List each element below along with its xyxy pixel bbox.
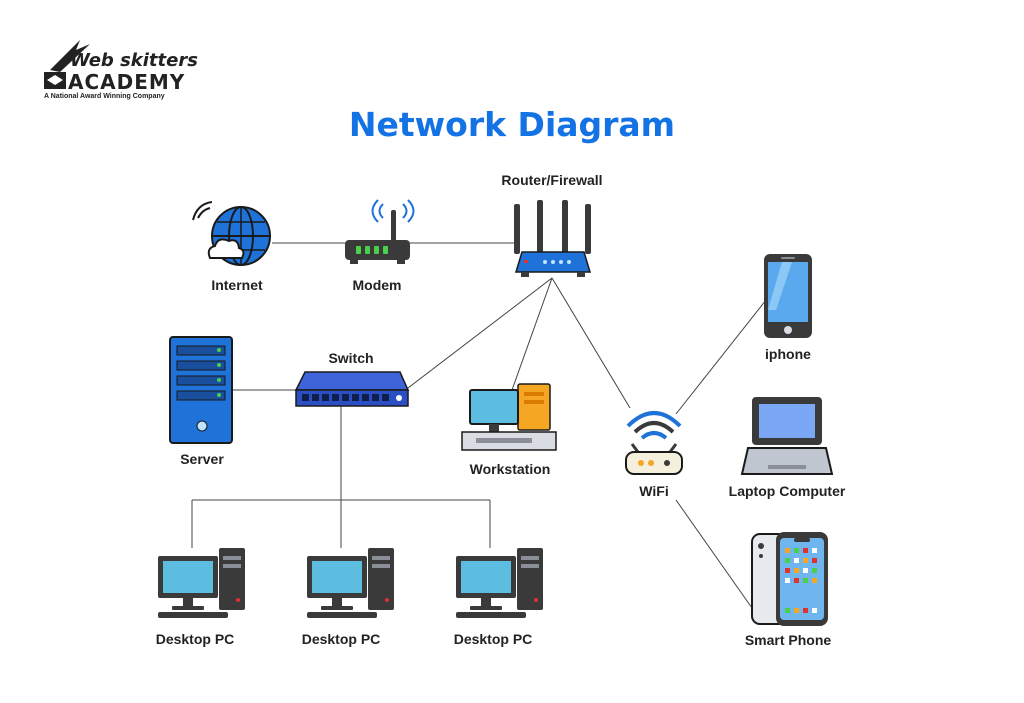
laptop-icon: [740, 397, 834, 475]
internet-label: Internet: [211, 277, 263, 293]
internet-node: Internet: [192, 201, 271, 293]
iphone-node: iphone: [764, 254, 812, 362]
desktop-pc-node-2: Desktop PC: [302, 548, 394, 647]
desktop-pc-label-3: Desktop PC: [454, 631, 533, 647]
switch-node: Switch: [294, 350, 410, 407]
workstation-label: Workstation: [470, 461, 551, 477]
wifi-icon: [625, 411, 683, 475]
smartphone-node: Smart Phone: [745, 532, 832, 648]
router-label: Router/Firewall: [501, 172, 602, 188]
link-router-switch: [407, 277, 553, 389]
desktop-pc-node-3: Desktop PC: [454, 548, 543, 647]
desktop-pc-node-1: Desktop PC: [156, 548, 245, 647]
desktop-pc-icon: [307, 548, 394, 618]
desktop-pc-label-2: Desktop PC: [302, 631, 381, 647]
desktop-pc-icon: [158, 548, 245, 618]
logo-tagline: A National Award Winning Company: [44, 93, 165, 100]
switch-icon: [294, 371, 410, 407]
router-icon: [514, 200, 592, 277]
server-label: Server: [180, 451, 224, 467]
wifi-node: WiFi: [625, 411, 683, 499]
iphone-icon: [764, 254, 812, 338]
logo-swoosh-icon: [50, 40, 90, 72]
modem-node: Modem: [345, 199, 415, 293]
app-grid-icon: [785, 548, 817, 613]
link-router-wifi: [551, 277, 631, 409]
page-title: Network Diagram: [349, 105, 675, 144]
wifi-label: WiFi: [639, 483, 668, 499]
server-node: Server: [169, 336, 233, 467]
smartphone-label: Smart Phone: [745, 632, 832, 648]
link-wifi-iphone: [675, 299, 767, 415]
brand-logo: Web skitters ACADEMY A National Award Wi…: [44, 40, 198, 100]
smartphone-icon: [751, 532, 828, 626]
desktop-pc-label-1: Desktop PC: [156, 631, 235, 647]
logo-academy-text: ACADEMY: [68, 70, 185, 94]
iphone-label: iphone: [765, 346, 811, 362]
switch-label: Switch: [328, 350, 373, 366]
link-wifi-smartphone: [675, 499, 753, 609]
logo-brand-text: Web skitters: [70, 50, 198, 71]
workstation-icon: [461, 383, 557, 451]
laptop-label: Laptop Computer: [729, 483, 846, 499]
server-icon: [169, 336, 233, 444]
signal-wave-icon: [192, 201, 213, 221]
desktop-pc-icon: [456, 548, 543, 618]
router-node: Router/Firewall: [501, 172, 603, 277]
workstation-node: Workstation: [461, 383, 557, 477]
modem-label: Modem: [353, 277, 402, 293]
cloud-icon: [207, 238, 245, 259]
link-router-workstation: [511, 277, 553, 391]
laptop-node: Laptop Computer: [729, 397, 846, 499]
modem-icon: [345, 199, 415, 264]
connections: [191, 242, 767, 609]
